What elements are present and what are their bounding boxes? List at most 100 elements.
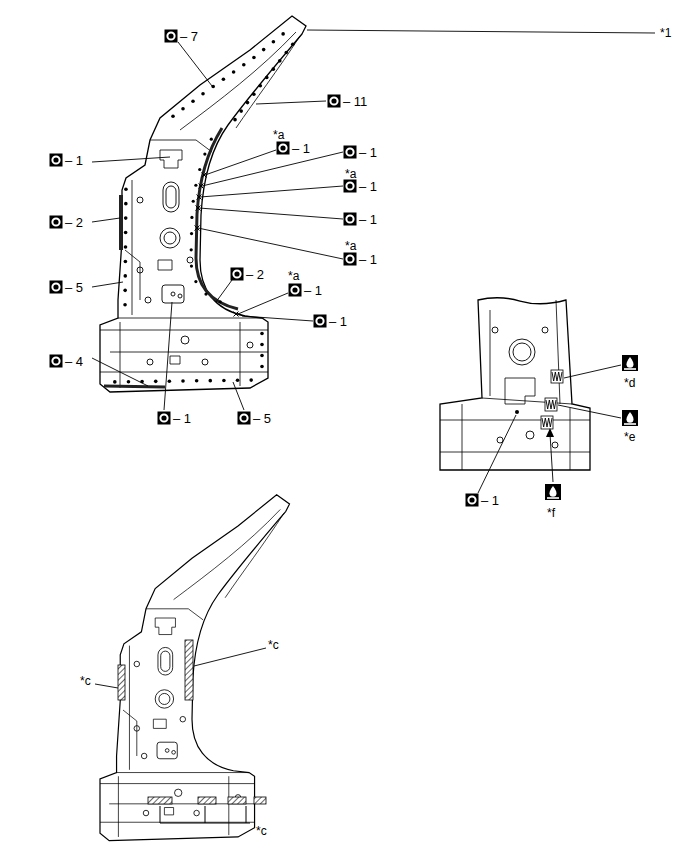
- drawing-part: [210, 138, 213, 141]
- drawing-part: [497, 437, 503, 443]
- drawing-part: [168, 30, 288, 120]
- drawing-part: [124, 260, 128, 264]
- drawing-part: [190, 264, 193, 267]
- drawing-part: [277, 142, 290, 155]
- weld-callout: – 2: [65, 216, 83, 229]
- drawing-part: [50, 154, 63, 167]
- drawing-part: [165, 30, 178, 43]
- weld-callout: – 4: [65, 355, 83, 368]
- drawing-part: [174, 509, 281, 599]
- drawing-part: [289, 284, 302, 297]
- drawing-part: [277, 142, 290, 155]
- note-marker: *e: [624, 431, 635, 443]
- drawing-part: [256, 101, 326, 104]
- drawing-part: [108, 380, 258, 382]
- drawing-part: [160, 150, 182, 168]
- drawing-part: [252, 92, 256, 96]
- drawing-part: [552, 372, 562, 381]
- drawing-part: [127, 380, 131, 384]
- drawing-part: [526, 431, 534, 439]
- drawing-part: [104, 386, 165, 387]
- drawing-part: [123, 274, 127, 278]
- drawing-part: [180, 716, 186, 722]
- drawing-part: [233, 382, 244, 410]
- drawing-part: [204, 292, 207, 295]
- drawing-part: [205, 150, 276, 175]
- drawing-part: [171, 114, 175, 118]
- drawing-part: [246, 101, 250, 105]
- drawing-part: [100, 330, 268, 331]
- drawing-part: [180, 32, 296, 130]
- drawing-part: [289, 284, 302, 297]
- drawing-part: [158, 412, 171, 425]
- drawing-part: [258, 84, 262, 88]
- drawing-part: [124, 187, 128, 191]
- drawing-part: [154, 380, 158, 384]
- drawing-part: [181, 379, 185, 383]
- drawing-part: [440, 298, 590, 470]
- drawing-part: [158, 647, 173, 675]
- drawing-part: [203, 153, 206, 156]
- drawing-part: [346, 215, 353, 222]
- weld-callout: – 5: [253, 412, 271, 425]
- drawing-part: [172, 750, 176, 754]
- drawing-part: [110, 352, 268, 353]
- drawing-part: [160, 228, 180, 248]
- drawing-part: [170, 356, 180, 364]
- drawing-part: [260, 343, 264, 347]
- drawing-part: [134, 661, 140, 667]
- weld-callout: – 1: [173, 412, 191, 425]
- weld-callout: – 1: [359, 253, 377, 266]
- drawing-part: [164, 808, 173, 815]
- weld-callout: – 1: [481, 494, 499, 507]
- drawing-part: [542, 418, 552, 427]
- drawing-part: [232, 40, 296, 124]
- weld-callout: – 1: [292, 142, 310, 155]
- drawing-part: [240, 322, 241, 386]
- drawing-part: [314, 315, 327, 328]
- drawing-part: [542, 327, 548, 333]
- drawing-part: [123, 710, 137, 756]
- drawing-part: [291, 42, 295, 46]
- drawing-part: [344, 213, 357, 226]
- drawing-part: [240, 414, 247, 421]
- drawing-part: [171, 292, 175, 296]
- drawing-part: [50, 281, 63, 294]
- drawing-part: [272, 40, 276, 44]
- drawing-part: [222, 77, 226, 81]
- drawing-part: [200, 186, 343, 197]
- drawing-part: [482, 398, 572, 404]
- drawing-part: [178, 42, 212, 86]
- drawing-part: [118, 665, 125, 700]
- weld-callout: – 1: [359, 180, 377, 193]
- drawing-part: [225, 513, 284, 598]
- weld-callout: – 1: [304, 284, 322, 297]
- drawing-part: [344, 146, 357, 159]
- note-marker: *a: [288, 270, 299, 282]
- drawing-part: [92, 358, 148, 386]
- drawing-part: [194, 648, 266, 666]
- drawing-part: [100, 783, 255, 784]
- drawing-part: [622, 355, 638, 371]
- drawing-part: [100, 372, 268, 373]
- drawing-part: [627, 412, 634, 423]
- drawing-part: [233, 270, 240, 277]
- drawing-part: [192, 200, 195, 203]
- note-marker: *a: [345, 168, 356, 180]
- drawing-part: [125, 250, 140, 300]
- drawing-part: [238, 293, 288, 314]
- weld-callout: – 1: [65, 154, 83, 167]
- drawing-part: [316, 317, 323, 324]
- drawing-part: [513, 343, 531, 361]
- drawing-part: [132, 180, 133, 315]
- drawing-part: [228, 776, 229, 835]
- drawing-part: [175, 789, 182, 796]
- drawing-part: [123, 303, 127, 307]
- drawing-part: [515, 410, 519, 414]
- drawing-part: [52, 283, 59, 290]
- drawing-part: [161, 651, 170, 671]
- drawing-part: [219, 300, 222, 303]
- drawing-part: [490, 310, 491, 396]
- drawing-part: [160, 414, 167, 421]
